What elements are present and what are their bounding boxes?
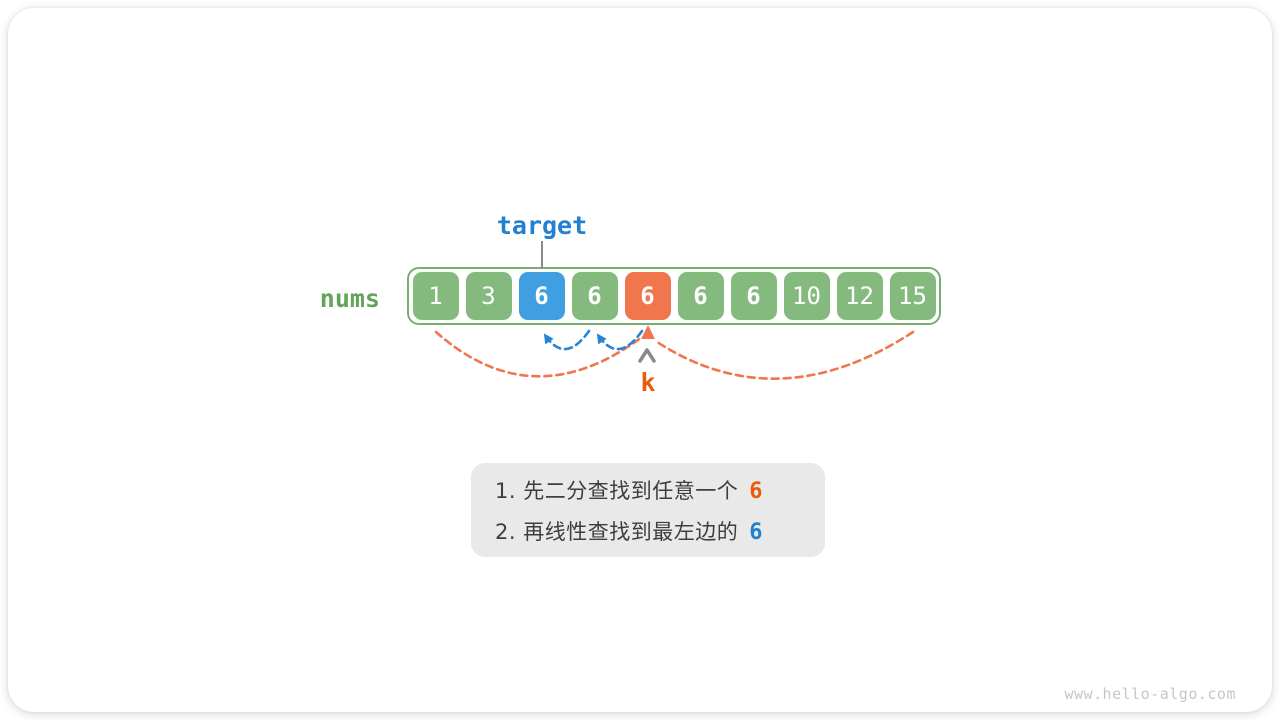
array-cell: 1 (412, 272, 459, 320)
binary-search-arc-right (655, 330, 915, 380)
linear-search-arc-1 (596, 329, 644, 351)
watermark: www.hello-algo.com (1064, 685, 1236, 703)
note-line-1-text: 1. 先二分查找到任意一个 (495, 478, 739, 503)
note-line-1-value: 6 (749, 478, 763, 504)
annotation-overlay (434, 241, 915, 380)
note-line-1: 1. 先二分查找到任意一个 6 (495, 475, 825, 505)
k-label: k (640, 368, 656, 397)
array-cell: 10 (783, 272, 830, 320)
array-cell: 3 (465, 272, 512, 320)
note-line-2: 2. 再线性查找到最左边的 6 (495, 516, 825, 546)
note-line-2-value: 6 (749, 519, 763, 545)
array-cell: 6 (518, 272, 565, 320)
k-arrowhead (641, 325, 655, 339)
k-pointer-icon (638, 348, 656, 363)
array-cell: 6 (677, 272, 724, 320)
nums-label: nums (319, 284, 380, 313)
note-line-2-text: 2. 再线性查找到最左边的 (495, 519, 739, 544)
linear-search-arc-2 (543, 329, 591, 351)
array-cell: 12 (836, 272, 883, 320)
array-cell: 6 (624, 272, 671, 320)
note-box: 1. 先二分查找到任意一个 6 2. 再线性查找到最左边的 6 (471, 463, 825, 557)
array-cell: 6 (730, 272, 777, 320)
target-label: target (496, 211, 588, 240)
array-cell: 15 (889, 272, 936, 320)
array-cell: 6 (571, 272, 618, 320)
